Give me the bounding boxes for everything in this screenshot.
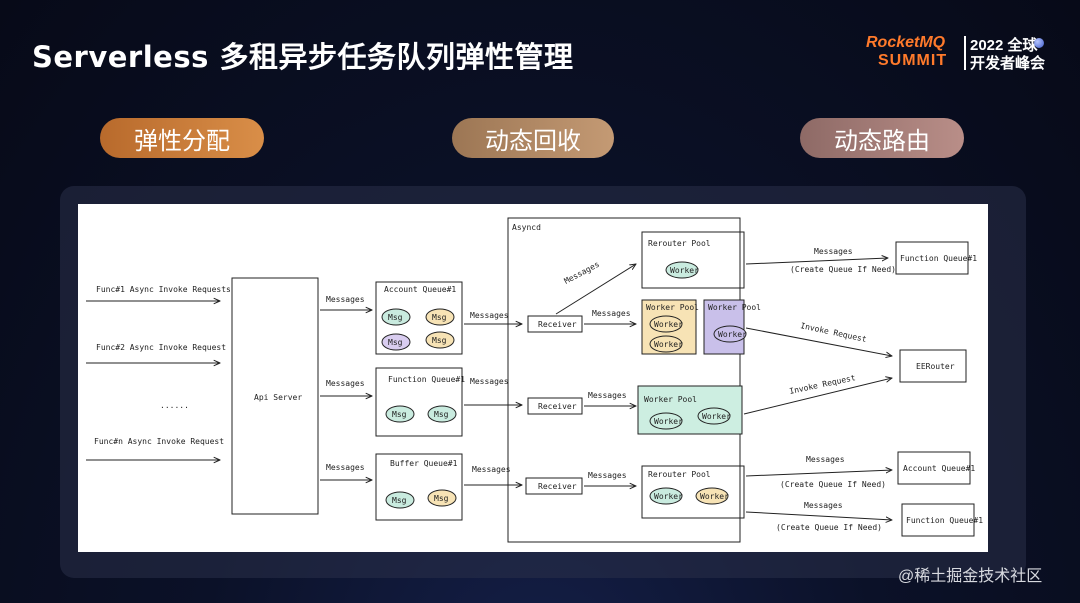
worker-bubble [649,335,683,353]
request-label-n: Func#n Async Invoke Request [94,437,224,446]
worker-text: Worker [670,266,699,275]
asyncd-label: Asyncd [512,223,541,232]
worker-pool-label: Worker Pool [644,395,697,404]
account-queue-box [375,281,463,355]
architecture-diagram: Func#1 Async Invoke Requests Func#2 Asyn… [78,204,988,552]
receiver-label: Receiver [538,482,577,491]
messages-label: Messages [470,311,509,320]
request-label-2: Func#2 Async Invoke Request [96,343,226,352]
logo-year: 2022 全球 [970,37,1038,54]
queue-name: Account Queue#1 [384,285,456,294]
receiver-box-3 [525,477,583,495]
msg-bubble [427,489,457,507]
messages-label: Messages [588,471,627,480]
messages-label: Messages [326,379,365,388]
target-eerouter [899,349,967,383]
receiver-box-2 [527,397,583,415]
asyncd-box [507,217,741,543]
msg-text: Msg [392,410,407,419]
target-function-queue-1 [895,241,969,275]
worker-bubble [713,325,747,343]
worker-bubble [649,487,683,505]
msg-bubble [427,405,457,423]
worker-text: Worker [654,417,683,426]
msg-text: Msg [432,336,447,345]
messages-label: Messages [592,309,631,318]
rerouter-pool-box-2 [641,465,745,519]
messages-label: Messages [326,295,365,304]
msg-text: Msg [434,494,449,503]
logo-brand: RocketMQ [866,34,946,51]
receiver-label: Receiver [538,402,577,411]
rerouter-pool-label: Rerouter Pool [648,239,711,248]
create-queue-label: (Create Queue If Need) [780,480,886,489]
target-account-queue-1 [897,451,971,485]
messages-label: Messages [814,247,853,256]
pill-dynamic-recycle: 动态回收 [452,118,614,158]
worker-pool-box-3 [637,385,743,435]
messages-label: Messages [588,391,627,400]
msg-bubble [385,405,415,423]
receiver-label: Receiver [538,320,577,329]
worker-text: Worker [718,330,747,339]
function-queue-box [375,367,463,437]
target-label: Function Queue#1 [906,516,983,525]
msg-bubble [381,308,411,326]
msg-text: Msg [392,496,407,505]
worker-bubble [649,412,683,430]
worker-pool-label: Worker Pool [708,303,761,312]
worker-bubble [665,261,699,279]
logo-sub: SUMMIT [878,52,948,69]
buffer-queue-box [375,453,463,521]
receiver-box-1 [527,315,583,333]
worker-text: Worker [654,340,683,349]
target-function-queue-2 [901,503,975,537]
planet-icon [1034,38,1044,48]
worker-bubble [649,315,683,333]
create-queue-label: (Create Queue If Need) [776,523,882,532]
queue-name: Buffer Queue#1 [390,459,458,468]
rerouter-pool-label: Rerouter Pool [648,470,711,479]
pill-elastic-allocation: 弹性分配 [100,118,264,158]
worker-bubble [697,407,731,425]
summit-logo: RocketMQ SUMMIT 2022 全球 开发者峰会 [866,34,1066,72]
target-label: EERouter [916,362,955,371]
messages-label: Messages [472,465,511,474]
msg-text: Msg [388,313,403,322]
target-label: Function Queue#1 [900,254,977,263]
msg-bubble [425,331,455,349]
msg-bubble [425,308,455,326]
messages-label: Messages [804,501,843,510]
logo-event: 开发者峰会 [970,55,1046,72]
api-server-label: Api Server [254,393,302,402]
msg-bubble [381,333,411,351]
msg-text: Msg [388,338,403,347]
queue-name: Function Queue#1 [388,375,465,384]
messages-label: Messages [326,463,365,472]
pill-dynamic-routing: 动态路由 [800,118,964,158]
msg-bubble [385,491,415,509]
worker-text: Worker [654,320,683,329]
request-label-1: Func#1 Async Invoke Requests [96,285,231,294]
worker-text: Worker [702,412,731,421]
create-queue-label: (Create Queue If Need) [790,265,896,274]
worker-text: Worker [654,492,683,501]
msg-text: Msg [432,313,447,322]
target-label: Account Queue#1 [903,464,975,473]
msg-text: Msg [434,410,449,419]
logo-divider [964,36,966,70]
watermark: @稀土掘金技术社区 [898,568,1043,585]
request-ellipsis: ...... [160,401,189,410]
worker-text: Worker [700,492,729,501]
messages-label: Messages [806,455,845,464]
worker-pool-label: Worker Pool [646,303,699,312]
api-server-box [231,277,319,515]
rerouter-pool-box-1 [641,231,745,289]
messages-label: Messages [470,377,509,386]
worker-bubble [695,487,729,505]
page-title: Serverless 多租异步任务队列弹性管理 [32,40,574,74]
